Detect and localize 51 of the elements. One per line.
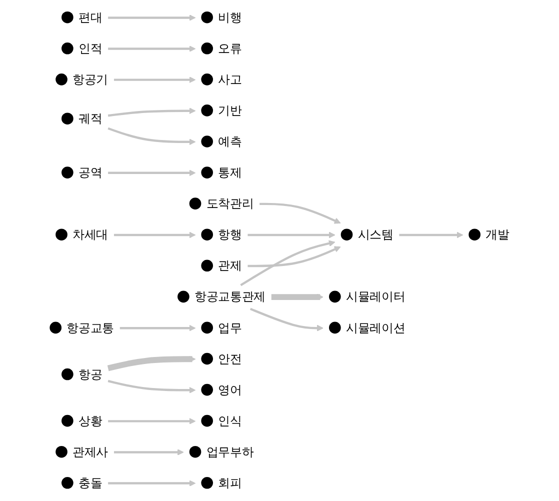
arrow bbox=[108, 170, 196, 176]
arrow bbox=[114, 448, 184, 456]
arrow bbox=[108, 46, 196, 52]
node-label: 회피 bbox=[218, 476, 242, 490]
node-label: 비행 bbox=[218, 10, 242, 24]
node-label: 영어 bbox=[218, 382, 242, 397]
arrow bbox=[108, 480, 196, 487]
node-label: 상황 bbox=[78, 414, 102, 428]
node-label: 업무 bbox=[218, 320, 242, 335]
node-label: 사고 bbox=[218, 72, 242, 86]
node-label: 항공 bbox=[78, 367, 102, 382]
node-label: 관제 bbox=[218, 258, 242, 273]
arrow bbox=[108, 380, 196, 394]
arrow bbox=[250, 308, 324, 332]
arrow bbox=[108, 14, 196, 21]
arrow bbox=[107, 356, 196, 372]
arrow bbox=[248, 232, 336, 238]
node-label: 통제 bbox=[218, 166, 242, 180]
arrow bbox=[248, 246, 341, 268]
node-label: 기반 bbox=[218, 103, 242, 118]
arrow bbox=[399, 232, 464, 238]
node-label: 인식 bbox=[218, 414, 242, 428]
node-label: 오류 bbox=[218, 41, 242, 56]
arrow bbox=[114, 232, 196, 238]
node-label: 차세대 bbox=[72, 228, 108, 242]
arrow bbox=[120, 324, 196, 332]
arrow bbox=[114, 76, 196, 84]
node-label: 시스템 bbox=[358, 228, 394, 242]
node-label: 시뮬레이션 bbox=[346, 320, 406, 335]
node-label: 공역 bbox=[78, 166, 102, 180]
node-label: 항공기 bbox=[72, 72, 108, 86]
node-label: 예측 bbox=[218, 134, 242, 149]
node-label: 항공교통관제 bbox=[194, 290, 266, 304]
node-label: 항공교통 bbox=[66, 320, 114, 335]
node-label: 충돌 bbox=[78, 476, 102, 490]
node-label: 도착관리 bbox=[206, 196, 254, 211]
node-label: 궤적 bbox=[78, 112, 102, 126]
node-label: 개발 bbox=[486, 228, 510, 242]
arrow bbox=[271, 294, 324, 300]
arrow bbox=[108, 418, 196, 424]
arrow bbox=[108, 108, 196, 117]
node-label: 항행 bbox=[218, 228, 242, 242]
node-label: 시뮬레이터 bbox=[346, 290, 406, 304]
arrow bbox=[108, 127, 196, 146]
node-label: 인적 bbox=[78, 41, 102, 56]
arrow bbox=[240, 240, 336, 286]
node-label: 업무부하 bbox=[206, 444, 254, 459]
node-label: 편대 bbox=[78, 10, 102, 24]
arrow bbox=[260, 202, 341, 224]
node-label: 안전 bbox=[218, 352, 242, 366]
node-label: 관제사 bbox=[72, 444, 108, 459]
